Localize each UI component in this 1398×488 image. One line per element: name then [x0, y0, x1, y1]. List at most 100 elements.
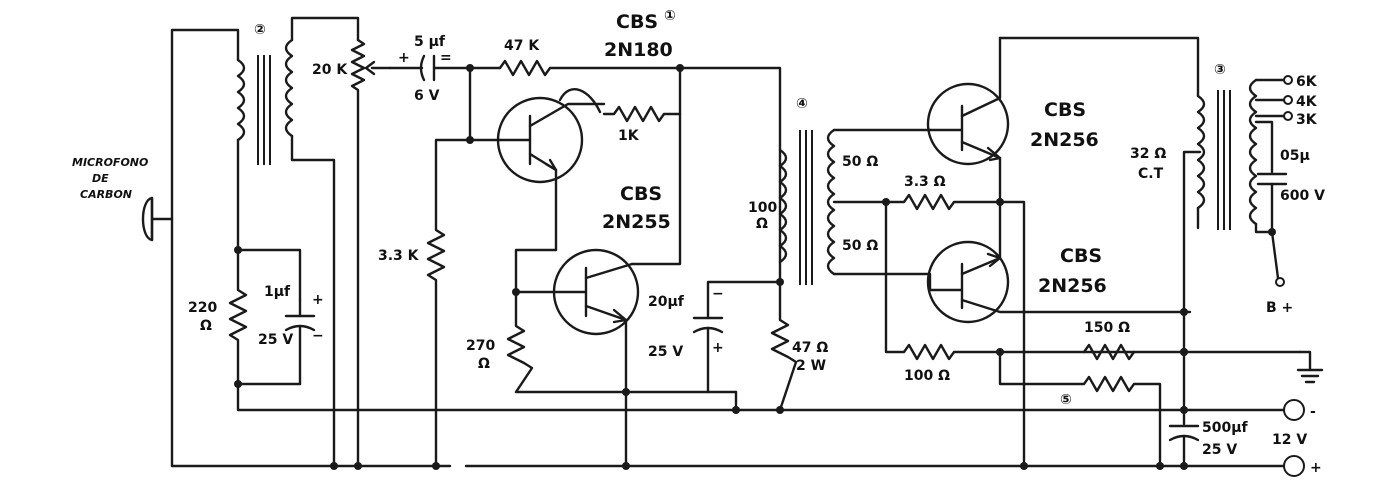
resistor-3k3 [426, 138, 472, 468]
c5-voltage: 6 V [414, 88, 440, 104]
mic-label-1: MICROFONO [72, 156, 148, 169]
q2-type: 2N255 [602, 211, 671, 233]
tap-3k-label: 3K [1296, 112, 1318, 128]
junction [1020, 462, 1028, 470]
wire-c20-top [706, 280, 782, 320]
tap-4k-label: 4K [1296, 94, 1318, 110]
capacitor-20uf [692, 316, 724, 394]
wire-q1-emitter [514, 248, 558, 294]
junction [330, 462, 338, 470]
wire-center-tap-out [1182, 150, 1202, 314]
tap-6k-label: 6K [1296, 74, 1318, 90]
ground-symbol [1296, 368, 1324, 384]
q4-type: 2N256 [1038, 275, 1107, 297]
resistor-1k [602, 105, 682, 123]
r220-value: 220 [188, 300, 217, 316]
potentiometer-20k [350, 38, 366, 468]
wire-c1-top [236, 248, 302, 302]
q1-pointer [558, 88, 602, 114]
c500-value: 500µf [1202, 420, 1249, 436]
r100-value: 100 Ω [904, 368, 950, 384]
resistor-100 [884, 200, 1302, 361]
wire-q3-collector [998, 36, 1200, 98]
marker-4: ④ [796, 96, 808, 112]
capacitor-05 [1256, 172, 1288, 234]
terminal-plus[interactable] [1283, 455, 1305, 477]
q1-brand: CBS [616, 11, 658, 33]
c05-value: 05µ [1280, 148, 1310, 164]
wire-q4-base [832, 272, 932, 292]
marker-5: ⑤ [1060, 392, 1072, 408]
c1-voltage: 25 V [258, 332, 293, 348]
q3-type: 2N256 [1030, 129, 1099, 151]
junction [732, 406, 740, 414]
r1k-value: 1K [618, 128, 640, 144]
t2-sec-b: 50 Ω [842, 238, 878, 254]
terminal-minus[interactable] [1283, 399, 1305, 421]
junction [1180, 462, 1188, 470]
wire-ground [1298, 350, 1312, 372]
c20-minus: − [712, 286, 724, 302]
mic-wire-top [170, 28, 240, 221]
c5-value: 5 µf [414, 34, 446, 50]
wire-c05-top [1254, 120, 1274, 174]
wire-q2-collector [630, 66, 682, 266]
c20-voltage: 25 V [648, 344, 683, 360]
mic-label-3: CARBON [80, 188, 132, 201]
resistor-270 [506, 290, 738, 394]
wire-t3-sec-bottom [1254, 222, 1274, 234]
c1-plus: + [312, 292, 324, 308]
junction [1180, 348, 1188, 356]
capacitor-1uf [284, 298, 316, 386]
t3-center-tap: C.T [1138, 166, 1164, 182]
junction [432, 462, 440, 470]
t1-sec-bottom [290, 134, 336, 468]
r47-power: 2 W [796, 358, 826, 374]
b-plus-label: B + [1266, 300, 1293, 316]
terminal-b-plus[interactable] [1275, 277, 1285, 287]
transistor-q1 [496, 96, 606, 252]
q1-type: 2N180 [604, 39, 673, 61]
supply-plus-label: + [1310, 460, 1322, 476]
negative-bus [236, 382, 1192, 412]
q4-brand: CBS [1060, 245, 1102, 267]
c05-voltage: 600 V [1280, 188, 1325, 204]
resistor-220 [228, 248, 248, 386]
terminal-4k[interactable] [1283, 95, 1293, 105]
capacitor-500uf [1168, 424, 1200, 468]
c5-minus: = [440, 50, 452, 66]
terminal-3k[interactable] [1283, 111, 1293, 121]
c1-value: 1µf [264, 284, 291, 300]
junction [622, 462, 630, 470]
t2-primary-unit: Ω [756, 216, 768, 232]
r150-value: 150 Ω [1084, 320, 1130, 336]
resistor-150b [998, 350, 1162, 468]
driver-transformer [778, 128, 836, 285]
transistor-q3 [926, 36, 1010, 204]
q2-brand: CBS [620, 183, 662, 205]
wire-b-plus [1270, 230, 1280, 280]
marker-2: ② [254, 22, 266, 38]
t1-sec-top [290, 16, 360, 42]
t2-sec-a: 50 Ω [842, 154, 878, 170]
c1-minus: − [312, 328, 324, 344]
r270-value: 270 [466, 338, 495, 354]
supply-minus-label: - [1310, 404, 1316, 420]
junction [776, 406, 784, 414]
junction [1156, 462, 1164, 470]
c500-voltage: 25 V [1202, 442, 1237, 458]
c20-plus: + [712, 340, 724, 356]
wire-q1-base [468, 66, 502, 142]
r47k-value: 47 K [504, 38, 540, 54]
r33k-value: 3.3 K [378, 248, 420, 264]
marker-1: ① [664, 8, 676, 24]
r47-value: 47 Ω [792, 340, 828, 356]
junction [354, 462, 362, 470]
r270-unit: Ω [478, 356, 490, 372]
q3-brand: CBS [1044, 99, 1086, 121]
terminal-6k[interactable] [1283, 75, 1293, 85]
c5-plus: + [398, 50, 410, 66]
r33-value: 3.3 Ω [904, 174, 946, 190]
